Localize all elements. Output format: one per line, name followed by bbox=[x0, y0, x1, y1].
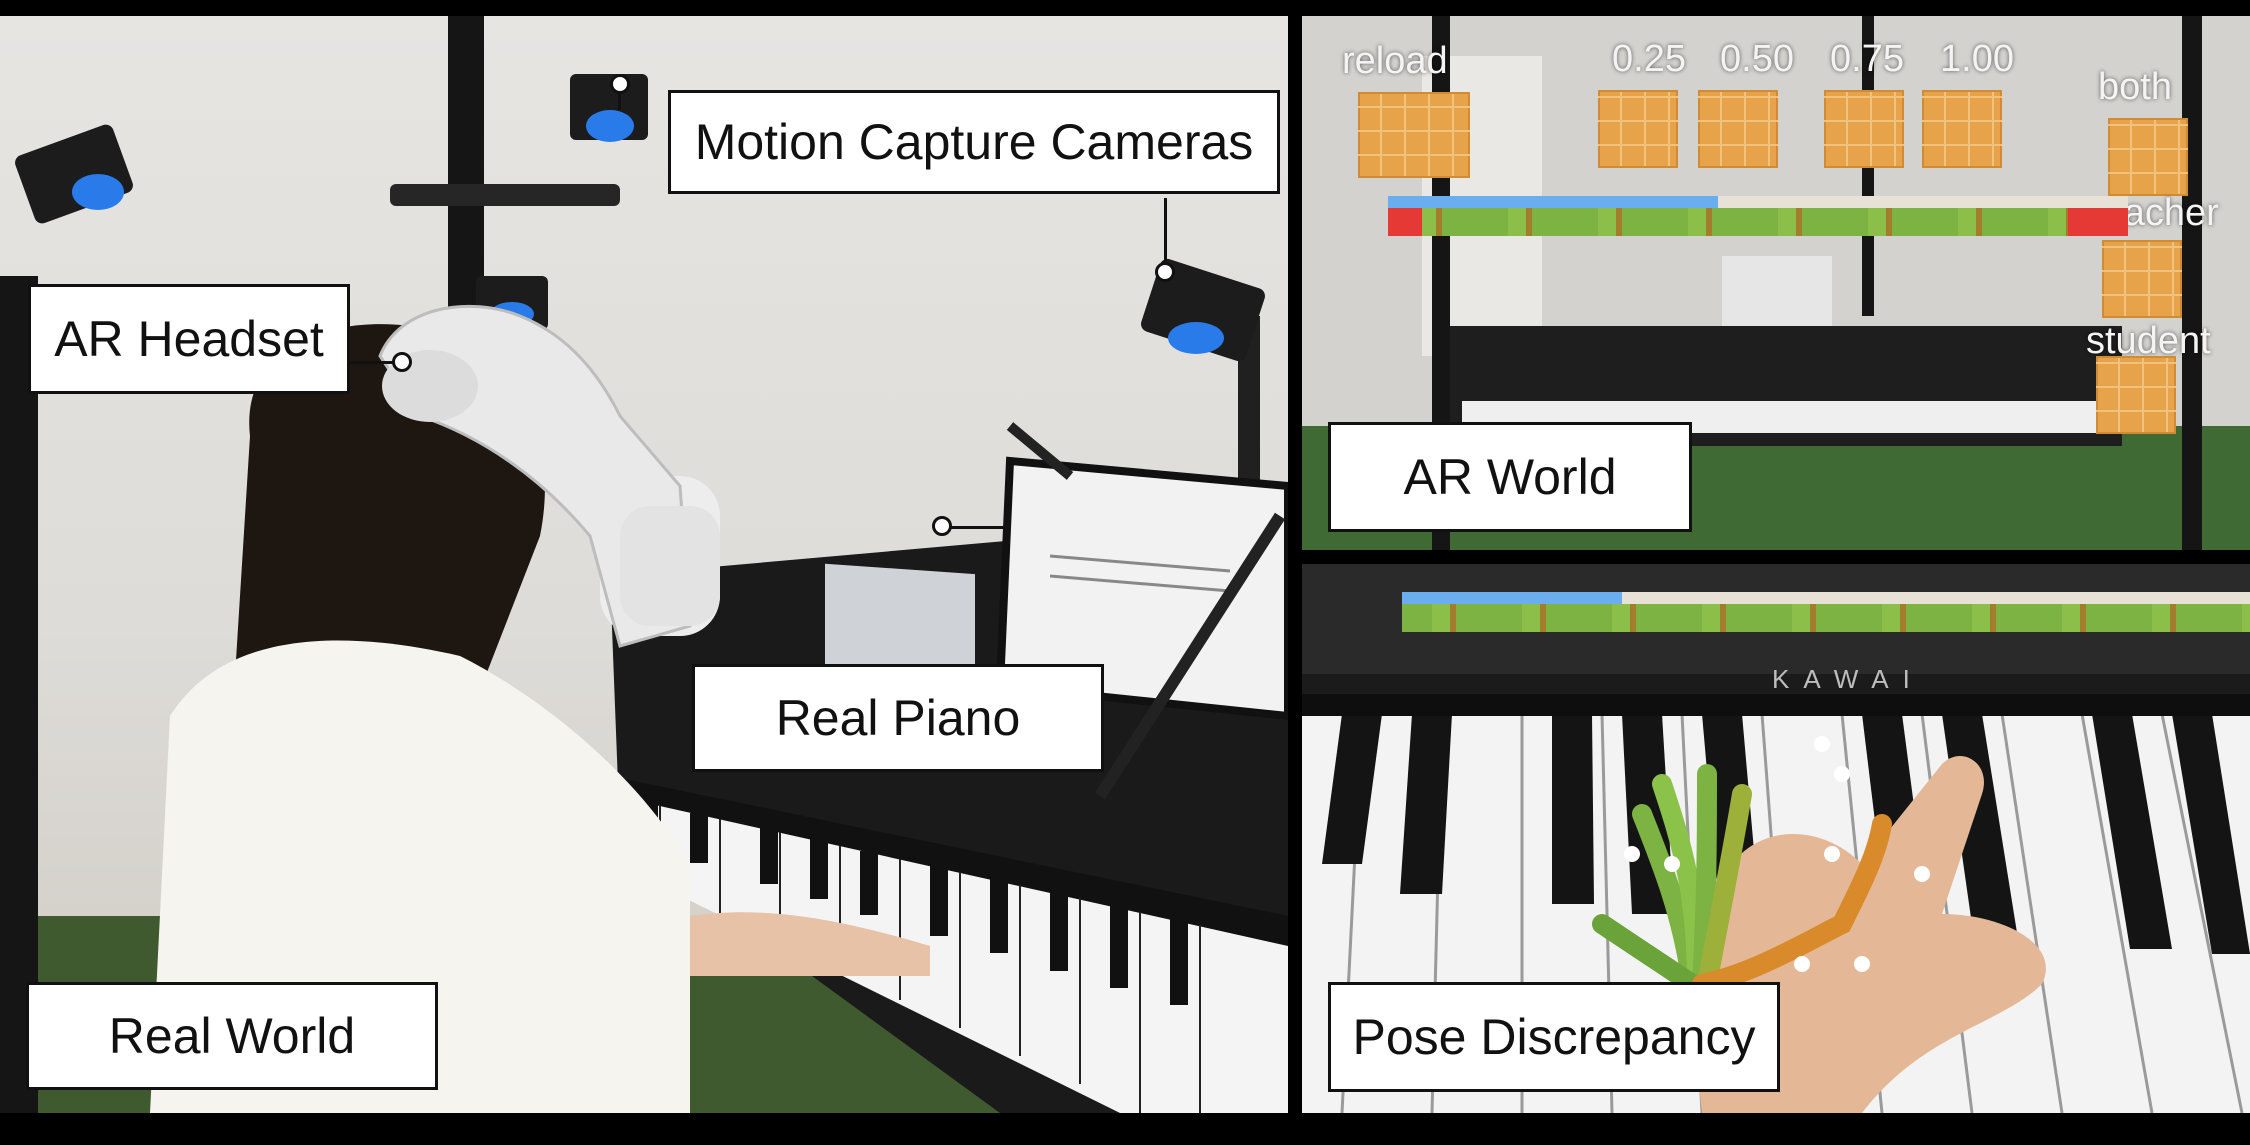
label-ar-headset: AR Headset bbox=[28, 284, 350, 394]
camera-leader-dot-2 bbox=[1155, 262, 1175, 282]
pose-discrepancy-scene: KAWAI bbox=[1302, 564, 2250, 1113]
discrepancy-timeline bbox=[1388, 196, 2128, 236]
mocap-camera-2 bbox=[570, 74, 648, 142]
piano-leader-dot bbox=[932, 516, 952, 536]
discrepancy-high-start bbox=[1388, 208, 1422, 236]
student-label: student bbox=[2086, 320, 2211, 362]
sheet-music-staff bbox=[1049, 554, 1231, 593]
headset-leader-line bbox=[348, 361, 404, 364]
speed-label-075: 0.75 bbox=[1830, 38, 1904, 80]
teacher-button[interactable] bbox=[2102, 240, 2182, 318]
sheet-music bbox=[1722, 256, 1832, 326]
mic-stand bbox=[1094, 512, 1286, 800]
pose-discrepancy-timeline bbox=[1402, 592, 2250, 632]
both-label: both bbox=[2098, 66, 2172, 108]
speed-label-050: 0.50 bbox=[1720, 38, 1794, 80]
ar-world-view: reload 0.25 0.50 0.75 1.00 both teacher … bbox=[1302, 16, 2250, 550]
reload-label: reload bbox=[1342, 40, 1448, 82]
piano-leader-line bbox=[948, 526, 1006, 529]
label-real-piano: Real Piano bbox=[692, 664, 1104, 772]
speed-button-050[interactable] bbox=[1698, 90, 1778, 168]
headset-leader-dot bbox=[392, 352, 412, 372]
progress-played bbox=[1388, 196, 1718, 208]
piano-brand: KAWAI bbox=[1772, 664, 1924, 694]
progress-remaining bbox=[1718, 196, 2128, 208]
progress-remaining bbox=[1622, 592, 2250, 604]
reload-button[interactable] bbox=[1358, 92, 1470, 178]
mocap-camera-1 bbox=[15, 124, 133, 224]
label-real-world: Real World bbox=[26, 982, 438, 1090]
camera-stand-left bbox=[0, 276, 38, 1113]
student-hand bbox=[1698, 755, 2046, 1113]
speed-button-075[interactable] bbox=[1824, 90, 1904, 168]
speed-button-100[interactable] bbox=[1922, 90, 2002, 168]
joint-markers bbox=[1624, 736, 1930, 972]
piano-keys bbox=[615, 796, 1288, 1113]
real-world-photo: AR Headset Motion Capture Cameras Real P… bbox=[0, 16, 1288, 1113]
discrepancy-high-end bbox=[2068, 208, 2128, 236]
label-pose-discrepancy: Pose Discrepancy bbox=[1328, 982, 1780, 1092]
student-button[interactable] bbox=[2096, 356, 2176, 434]
stand-right bbox=[2182, 16, 2202, 550]
label-ar-world: AR World bbox=[1328, 422, 1692, 532]
speed-label-025: 0.25 bbox=[1612, 38, 1686, 80]
camera-leader-line-2 bbox=[1164, 198, 1167, 273]
teacher-virtual-hand bbox=[1592, 764, 1892, 994]
label-motion-capture-cameras: Motion Capture Cameras bbox=[668, 90, 1280, 194]
discrepancy-heatmap bbox=[1402, 604, 2250, 632]
sheet-music-tablet bbox=[995, 456, 1288, 721]
camera-leader-dot-1 bbox=[610, 74, 630, 94]
speed-label-100: 1.00 bbox=[1940, 38, 2014, 80]
discrepancy-heatmap bbox=[1388, 208, 2128, 236]
stand-pole bbox=[1006, 422, 1074, 480]
pose-discrepancy-view: KAWAI Pose Discrepancy bbox=[1302, 564, 2250, 1113]
camera-arm bbox=[390, 184, 620, 206]
progress-played bbox=[1402, 592, 1622, 604]
both-button[interactable] bbox=[2108, 118, 2188, 196]
mocap-camera-4 bbox=[1141, 258, 1265, 362]
speed-button-025[interactable] bbox=[1598, 90, 1678, 168]
